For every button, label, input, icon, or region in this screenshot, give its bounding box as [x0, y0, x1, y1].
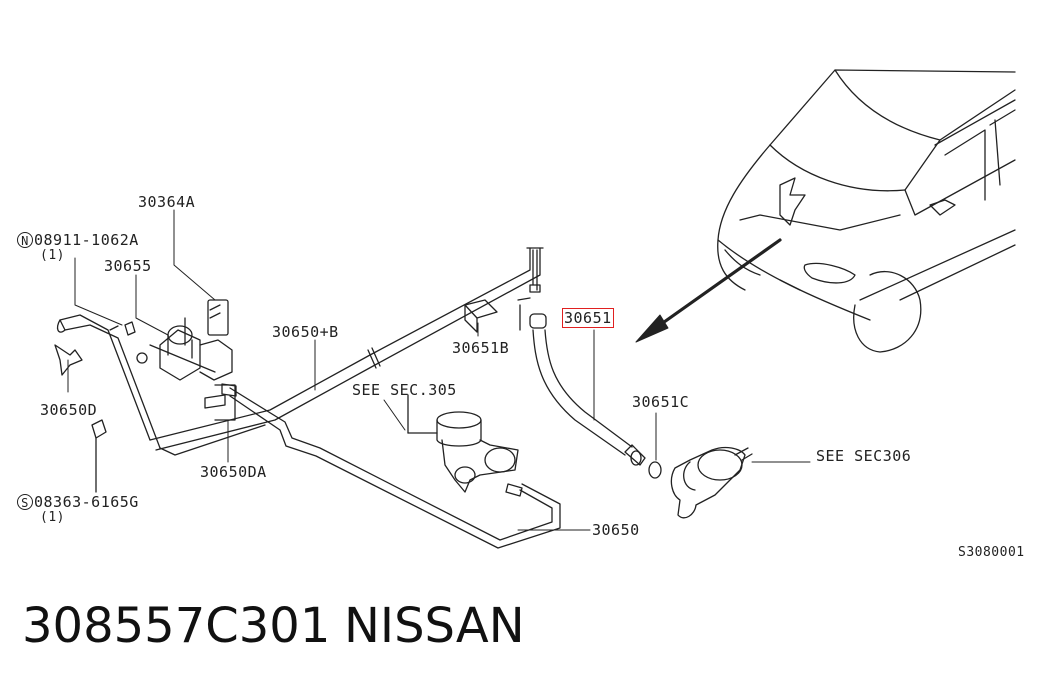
label-30651b: 30651B	[452, 339, 510, 357]
label-30651c: 30651C	[632, 393, 690, 411]
label-30364a: 30364A	[138, 193, 196, 211]
bracket-30651b	[464, 297, 531, 333]
label-08363-6165g-text: 08363-6165G	[34, 493, 139, 511]
label-30651-highlight[interactable]: 30651	[562, 308, 614, 328]
vehicle-illustration	[717, 69, 1016, 353]
n-symbol-icon: N	[17, 232, 33, 248]
clutch-hose-30651	[529, 313, 646, 466]
o-ring-30651c	[648, 461, 662, 479]
label-30650d: 30650D	[40, 401, 98, 419]
footer-brand: NISSAN	[344, 598, 525, 654]
label-08363-qty: (1)	[40, 510, 65, 525]
label-see-sec-305: SEE SEC.305	[352, 381, 457, 399]
label-see-sec-306: SEE SEC306	[816, 447, 912, 465]
s-symbol-icon: S	[17, 494, 33, 510]
label-30650: 30650	[592, 521, 640, 539]
master-cylinder	[407, 394, 519, 493]
label-30650b: 30650+B	[272, 323, 339, 341]
direction-arrow	[635, 238, 782, 343]
footer-part-number: 308557C301	[22, 598, 331, 654]
label-30650da: 30650DA	[200, 463, 267, 481]
left-pipe-run	[56, 314, 266, 456]
label-08911-1062a-text: 08911-1062A	[34, 231, 139, 249]
label-08911-qty: (1)	[40, 248, 65, 263]
bracket-assembly	[54, 299, 236, 493]
label-30655: 30655	[104, 257, 152, 275]
diagram-code: S3080001	[958, 545, 1025, 560]
operating-cylinder	[670, 446, 753, 519]
label-30651[interactable]: 30651	[562, 308, 614, 328]
leader-lines	[67, 209, 811, 531]
